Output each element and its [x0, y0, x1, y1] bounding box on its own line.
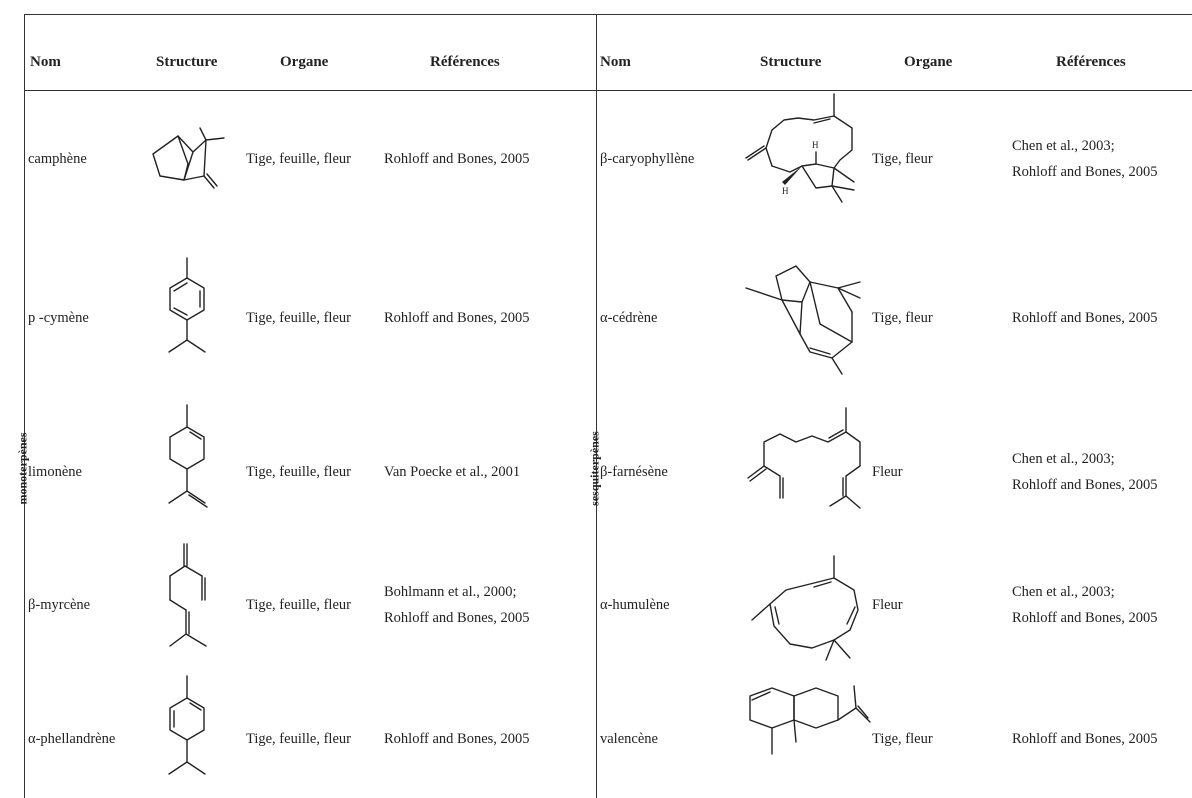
compound-name: β-caryophyllène	[600, 151, 695, 167]
alpha-phellandrene-structure	[168, 675, 206, 775]
organ-cell: Tige, fleur	[872, 310, 933, 326]
organ-cell: Tige, fleur	[872, 151, 933, 167]
svg-text:H: H	[782, 186, 789, 196]
header-structure-left: Structure	[156, 54, 218, 70]
camphene-structure	[152, 127, 225, 189]
compound-name: α-phellandrène	[28, 731, 116, 747]
header-organe-left: Organe	[280, 54, 329, 70]
organ-cell: Fleur	[872, 464, 903, 480]
compound-name: p -cymène	[28, 310, 89, 326]
reference-cell: Rohloff and Bones, 2005	[384, 731, 530, 747]
reference-cell: Bohlmann et al., 2000; Rohloff and Bones…	[384, 584, 530, 626]
organ-cell: Tige, feuille, fleur	[246, 464, 351, 480]
organ-cell: Tige, feuille, fleur	[246, 597, 351, 613]
compound-name: β-farnésène	[600, 464, 668, 480]
header-structure-right: Structure	[760, 54, 822, 70]
header-references-left: Références	[430, 54, 500, 70]
beta-myrcene-structure	[169, 543, 207, 647]
alpha-humulene-structure	[751, 555, 859, 661]
reference-cell: Chen et al., 2003; Rohloff and Bones, 20…	[1012, 584, 1158, 626]
organ-cell: Tige, feuille, fleur	[246, 151, 351, 167]
header-nom-left: Nom	[30, 54, 61, 70]
beta-farnesene-structure	[747, 407, 861, 509]
header-references-right: Références	[1056, 54, 1126, 70]
reference-cell: Rohloff and Bones, 2005	[1012, 731, 1158, 747]
p-cymene-structure	[168, 257, 206, 353]
reference-cell: Van Poecke et al., 2001	[384, 464, 521, 480]
left-border	[24, 14, 25, 798]
compound-name: valencène	[600, 731, 658, 747]
alpha-cedrene-structure	[745, 265, 861, 375]
header-organe-right: Organe	[904, 54, 953, 70]
compound-name: α-cédrène	[600, 310, 658, 326]
header-rule	[24, 90, 1192, 91]
organ-cell: Tige, feuille, fleur	[246, 731, 351, 747]
organ-cell: Fleur	[872, 597, 903, 613]
table-top-rule	[24, 14, 1192, 15]
reference-cell: Chen et al., 2003; Rohloff and Bones, 20…	[1012, 451, 1158, 493]
beta-caryophyllene-structure: H H	[745, 93, 855, 203]
compound-name: α-humulène	[600, 597, 670, 613]
svg-text:H: H	[812, 140, 819, 150]
valencene-structure	[749, 685, 871, 755]
compound-name: limonène	[28, 464, 82, 480]
organ-cell: Tige, fleur	[872, 731, 933, 747]
organ-cell: Tige, feuille, fleur	[246, 310, 351, 326]
reference-cell: Rohloff and Bones, 2005	[1012, 310, 1158, 326]
compound-name: β-myrcène	[28, 597, 91, 613]
reference-cell: Rohloff and Bones, 2005	[384, 151, 530, 167]
table-frame: Nom Structure Organe Références Nom Stru…	[16, 14, 1192, 798]
center-divider	[596, 14, 597, 798]
reference-cell: Rohloff and Bones, 2005	[384, 310, 530, 326]
compound-name: camphène	[28, 151, 87, 167]
limonene-structure	[168, 404, 208, 508]
header-nom-right: Nom	[600, 54, 631, 70]
reference-cell: Chen et al., 2003; Rohloff and Bones, 20…	[1012, 138, 1158, 180]
